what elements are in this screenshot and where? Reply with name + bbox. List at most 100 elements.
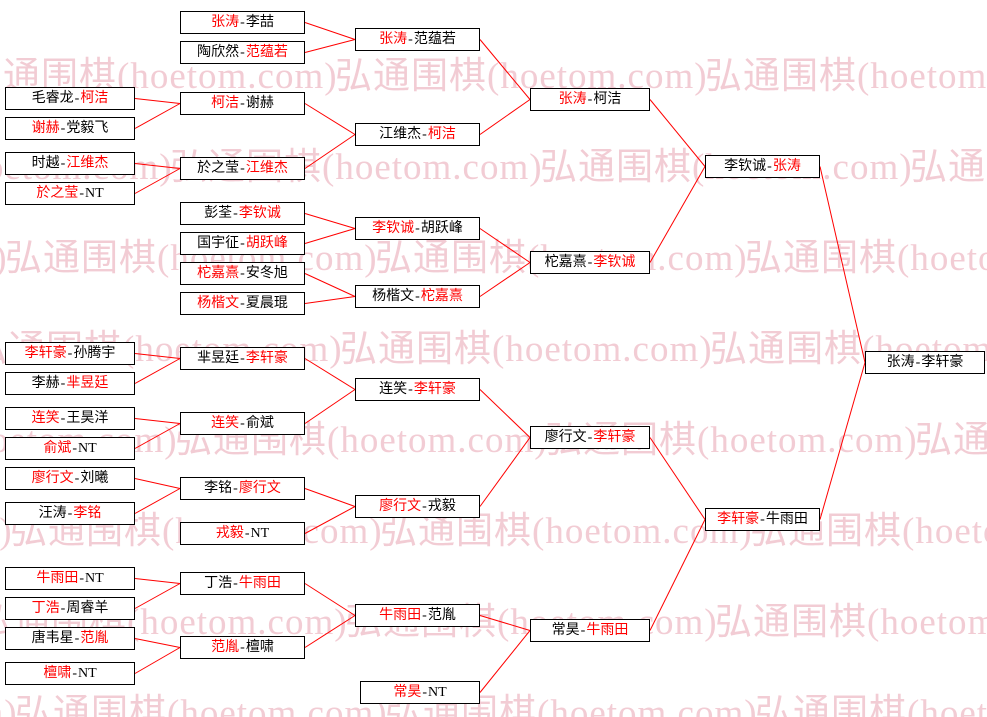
match-box-r2m4: 於之莹-江维杰 bbox=[180, 157, 305, 180]
match-box-r4m2: 柁嘉熹-李钦诚 bbox=[530, 251, 650, 274]
player-name-winner: 范胤 bbox=[80, 630, 109, 646]
bracket-connector-line bbox=[304, 389, 356, 424]
bracket-connector-line bbox=[134, 583, 181, 609]
match-box-r4m1: 张涛-柯洁 bbox=[530, 88, 650, 111]
player-name: 党毅飞 bbox=[66, 120, 109, 136]
match-box-r1m5: 李轩豪-孙腾宇 bbox=[5, 342, 135, 365]
vs-separator: - bbox=[74, 470, 80, 486]
bracket-connector-line bbox=[819, 166, 866, 363]
match-box-r2m2: 陶欣然-范蕴若 bbox=[180, 41, 305, 64]
player-name-winner: 胡跃峰 bbox=[245, 235, 288, 251]
vs-separator: - bbox=[60, 600, 66, 616]
player-name: 廖行文 bbox=[544, 429, 587, 445]
player-name-winner: 连笑 bbox=[211, 415, 240, 431]
player-name-winner: 江维杰 bbox=[245, 160, 288, 176]
match-box-r4m4: 常昊-牛雨田 bbox=[530, 619, 650, 642]
vs-separator: - bbox=[240, 265, 245, 281]
player-name-winner: 丁浩 bbox=[31, 600, 60, 616]
match-box-r2m9: 芈昱廷-李轩豪 bbox=[180, 347, 305, 370]
player-name-winner: 张涛 bbox=[211, 14, 240, 30]
bracket-connector-line bbox=[134, 478, 181, 489]
match-box-r2m1: 张涛-李喆 bbox=[180, 11, 305, 34]
player-name-winner: 李轩豪 bbox=[24, 345, 67, 361]
player-name-winner: 俞斌 bbox=[43, 440, 72, 456]
bracket-connector-line bbox=[304, 134, 356, 169]
player-name-winner: 李钦诚 bbox=[372, 220, 415, 236]
player-name: 唐韦星 bbox=[31, 630, 74, 646]
match-box-r3m1: 张涛-范蕴若 bbox=[355, 28, 480, 51]
bracket-connector-line bbox=[304, 358, 356, 390]
player-name: 俞斌 bbox=[245, 415, 274, 431]
player-name-winner: 杨楷文 bbox=[197, 295, 240, 311]
bracket-connector-line bbox=[649, 437, 706, 520]
bracket-connector-line bbox=[304, 103, 356, 135]
bracket-connector-line bbox=[304, 506, 356, 534]
player-name: 王昊洋 bbox=[66, 410, 109, 426]
player-name: 柁嘉熹 bbox=[544, 254, 587, 270]
player-name: 戎毅 bbox=[427, 498, 456, 514]
bracket-connector-line bbox=[134, 418, 181, 424]
bracket-connector-line bbox=[134, 423, 181, 449]
bracket-connector-line bbox=[134, 358, 181, 384]
bracket-connector-line bbox=[479, 228, 531, 263]
bracket-connector-line bbox=[134, 103, 181, 129]
bracket-connector-line bbox=[304, 296, 356, 304]
vs-separator: - bbox=[60, 120, 66, 136]
player-name: 张涛 bbox=[886, 354, 915, 370]
player-name-winner: 牛雨田 bbox=[36, 570, 79, 586]
bracket-connector-line bbox=[134, 647, 181, 674]
bracket-connector-line bbox=[479, 262, 531, 297]
player-name-winner: 芈昱廷 bbox=[66, 375, 109, 391]
player-name-winner: 李铭 bbox=[73, 505, 102, 521]
player-name: 杨楷文 bbox=[372, 288, 415, 304]
player-name-winner: 张涛 bbox=[379, 31, 408, 47]
player-name-winner: 李轩豪 bbox=[717, 511, 760, 527]
match-box-r2m13: 丁浩-牛雨田 bbox=[180, 572, 305, 595]
player-name-winner: 柁嘉熹 bbox=[420, 288, 463, 304]
match-box-r3m6: 廖行文-戎毅 bbox=[355, 495, 480, 518]
bracket-connector-line bbox=[479, 389, 531, 438]
vs-separator: - bbox=[79, 185, 84, 201]
player-name-winner: 范胤 bbox=[211, 639, 240, 655]
bracket-connector-line bbox=[649, 166, 706, 263]
vs-separator: - bbox=[240, 235, 245, 251]
match-box-r1m10: 汪涛-李铭 bbox=[5, 502, 135, 525]
vs-separator: - bbox=[587, 429, 593, 445]
match-box-r1m12: 丁浩-周睿羊 bbox=[5, 597, 135, 620]
vs-separator: - bbox=[240, 14, 245, 30]
player-name: 孙腾宇 bbox=[73, 345, 116, 361]
match-box-r4m3: 廖行文-李轩豪 bbox=[530, 426, 650, 449]
player-name: 胡跃峰 bbox=[420, 220, 463, 236]
player-name: 彭荃 bbox=[204, 205, 233, 221]
match-box-r3m2: 江维杰-柯洁 bbox=[355, 123, 480, 146]
vs-separator: - bbox=[587, 91, 593, 107]
player-name: NT bbox=[78, 440, 97, 456]
vs-separator: - bbox=[240, 160, 245, 176]
player-name-winner: 李钦诚 bbox=[593, 254, 636, 270]
vs-separator: - bbox=[240, 350, 245, 366]
match-box-r1m14: 檀啸-NT bbox=[5, 662, 135, 685]
player-name: 安冬旭 bbox=[245, 265, 288, 281]
player-name-winner: 连笑 bbox=[31, 410, 60, 426]
player-name-winner: 柯洁 bbox=[211, 95, 240, 111]
bracket-connector-line bbox=[819, 362, 866, 520]
player-name-winner: 柁嘉熹 bbox=[197, 265, 240, 281]
player-name: 范胤 bbox=[427, 607, 456, 623]
match-box-r5m1: 李钦诚-张涛 bbox=[705, 155, 820, 178]
bracket-connector-line bbox=[479, 437, 531, 507]
player-name-winner: 李轩豪 bbox=[245, 350, 288, 366]
player-name-winner: 戎毅 bbox=[215, 525, 244, 541]
bracket-connector-line bbox=[134, 578, 181, 584]
bracket-connector-line bbox=[134, 163, 181, 169]
match-box-r1m11: 牛雨田-NT bbox=[5, 567, 135, 590]
match-box-r1m13: 唐韦星-范胤 bbox=[5, 627, 135, 650]
match-box-r1m7: 连笑-王昊洋 bbox=[5, 407, 135, 430]
bracket-connector-line bbox=[134, 168, 181, 194]
bracket-connector-line bbox=[304, 39, 356, 53]
player-name: 周睿羊 bbox=[66, 600, 109, 616]
player-name-winner: 张涛 bbox=[558, 91, 587, 107]
match-box-f1: 张涛-李轩豪 bbox=[865, 351, 985, 374]
vs-separator: - bbox=[240, 415, 245, 431]
vs-separator: - bbox=[233, 480, 238, 496]
